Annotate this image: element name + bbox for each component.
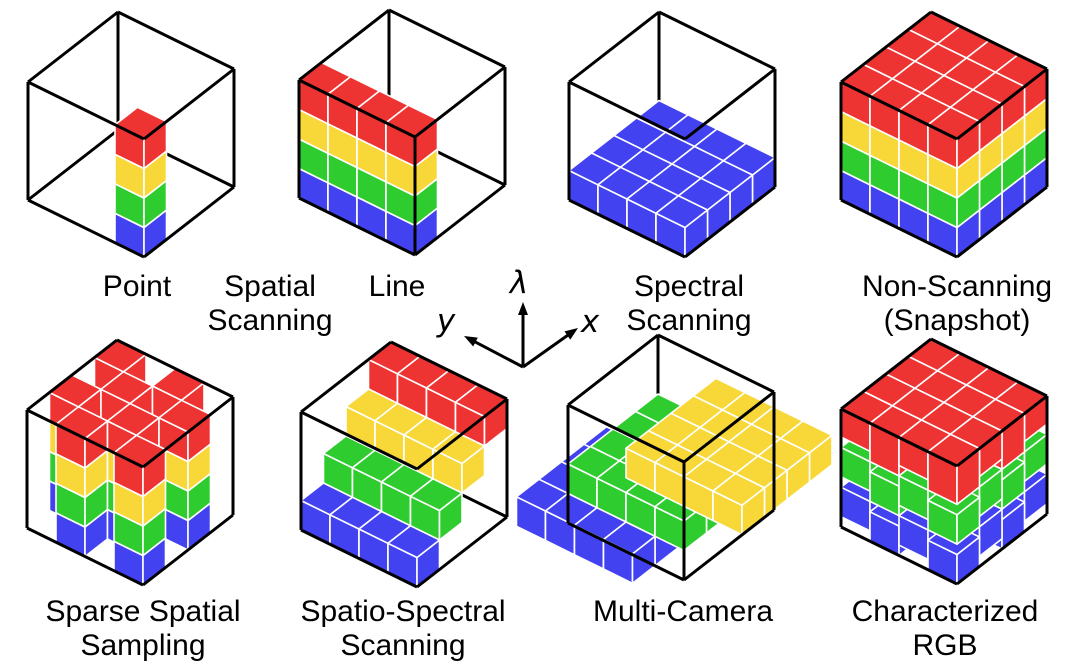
cube-snapshot [839, 10, 1049, 259]
cube-rgb [839, 337, 1049, 586]
cube-multicam [515, 333, 833, 585]
axes-arrows [464, 302, 578, 369]
cube-spatio [299, 340, 509, 589]
axis-label-y: y [436, 303, 456, 339]
caption-non-scanning-snapshot: Non-Scanning(Snapshot) [861, 270, 1053, 337]
cube-sparse [25, 338, 235, 587]
caption-point: Point [102, 270, 172, 303]
axis-label-lambda: λ [509, 265, 529, 301]
cube-spectral [567, 10, 777, 259]
caption-line: Line [368, 270, 426, 303]
axis-label-x: x [580, 304, 600, 340]
cube-point [26, 10, 236, 259]
caption-multi-camera: Multi-Camera [592, 595, 774, 628]
cube-line [297, 8, 507, 257]
